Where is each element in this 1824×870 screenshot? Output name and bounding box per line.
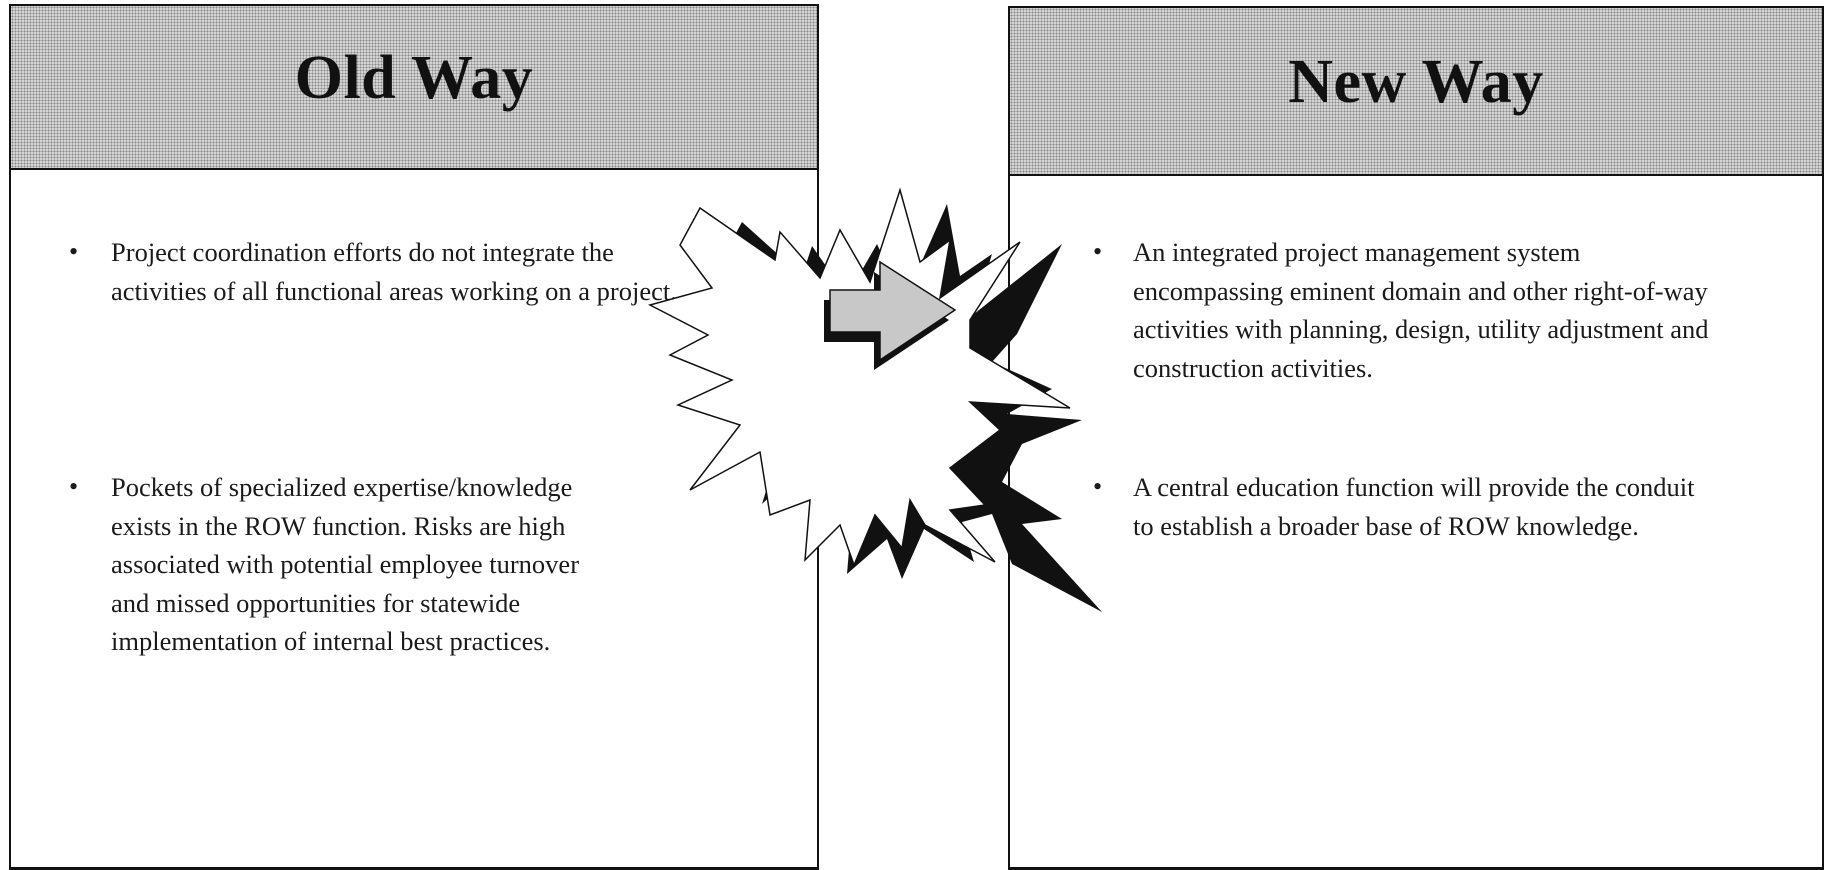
old-way-bullet-1-text: Project coordination efforts do not inte… — [111, 237, 677, 306]
bullet-dot: • — [69, 237, 79, 266]
right-arrow-icon — [829, 260, 957, 362]
new-way-bullet-2-text: A central education function will provid… — [1133, 472, 1695, 541]
old-way-header: Old Way — [11, 6, 817, 170]
old-way-panel: Old Way — [9, 4, 819, 870]
old-way-bullet-2-text: Pockets of specialized expertise/knowled… — [111, 472, 580, 656]
new-way-bullet-1-text: An integrated project management system … — [1133, 237, 1709, 383]
new-way-header: New Way — [1010, 8, 1822, 176]
bullet-dot: • — [1093, 472, 1103, 501]
old-way-title: Old Way — [294, 43, 534, 112]
bullet-dot: • — [1093, 237, 1103, 266]
new-way-panel: New Way — [1008, 6, 1824, 870]
bullet-dot: • — [69, 472, 79, 501]
new-way-title: New Way — [1288, 47, 1544, 116]
starburst-icon — [647, 187, 1102, 612]
